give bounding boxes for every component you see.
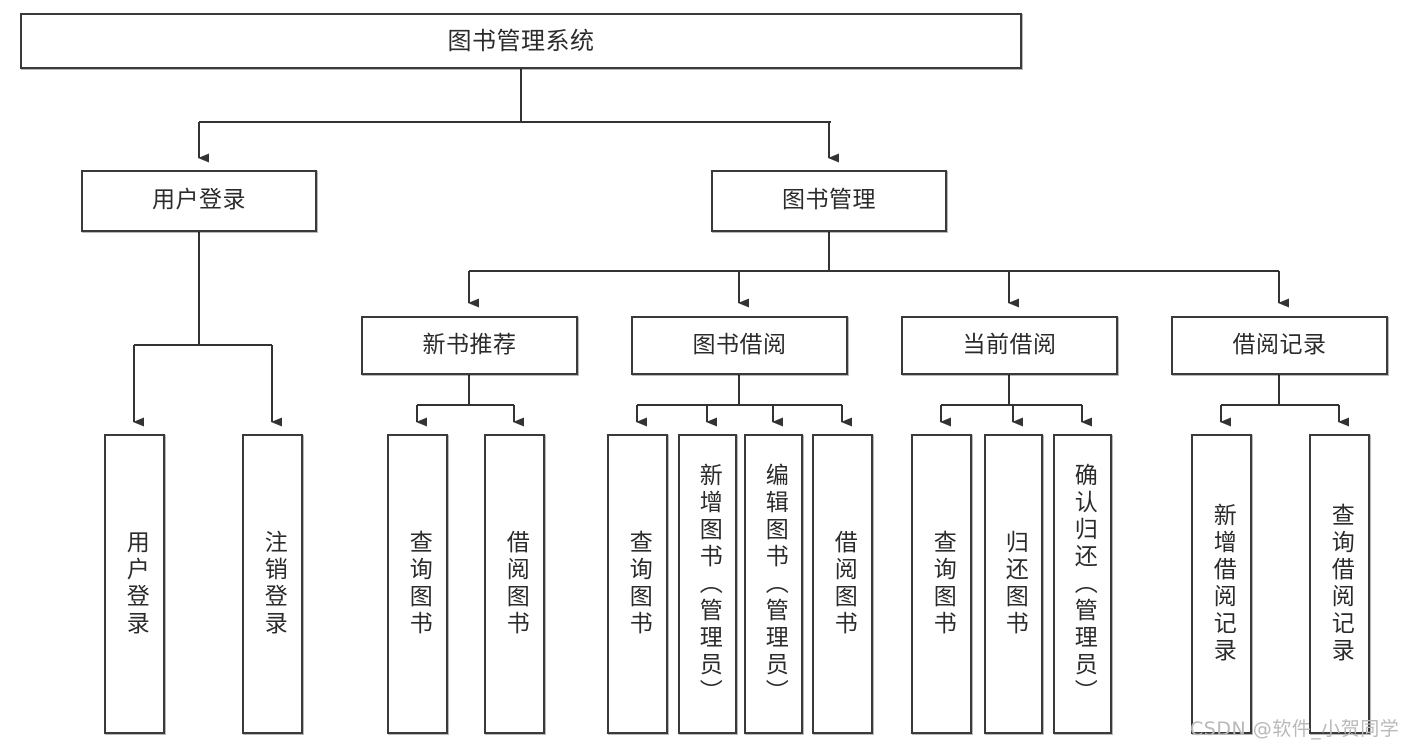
- node-user-login[interactable]: 用户登录: [81, 170, 317, 232]
- node-leaf-borrow-book-1[interactable]: 借阅图书: [484, 434, 545, 734]
- node-leaf-return-book[interactable]: 归还图书: [984, 434, 1043, 734]
- node-root[interactable]: 图书管理系统: [20, 13, 1022, 69]
- node-leaf-query-book-1-label: 查询图书: [405, 530, 432, 638]
- node-new-book-recommend[interactable]: 新书推荐: [361, 316, 578, 375]
- node-book-manage-label: 图书管理: [782, 187, 876, 214]
- node-borrow-record[interactable]: 借阅记录: [1171, 316, 1388, 375]
- csdn-watermark: CSDN @软件_小贺同学: [1190, 718, 1400, 740]
- node-new-book-recommend-label: 新书推荐: [422, 331, 517, 358]
- node-leaf-user-login-label: 用户登录: [122, 530, 149, 638]
- node-book-borrow-label: 图书借阅: [692, 331, 787, 358]
- node-leaf-confirm-return-admin-label: 确认归还（管理员）: [1070, 462, 1097, 706]
- node-leaf-query-book-1[interactable]: 查询图书: [387, 434, 448, 734]
- node-book-borrow[interactable]: 图书借阅: [631, 316, 848, 375]
- node-leaf-add-borrow-record[interactable]: 新增借阅记录: [1191, 434, 1252, 734]
- node-root-label: 图书管理系统: [447, 26, 595, 55]
- node-leaf-add-book-admin[interactable]: 新增图书（管理员）: [678, 434, 737, 734]
- node-user-login-label: 用户登录: [152, 187, 246, 214]
- node-leaf-user-login[interactable]: 用户登录: [104, 434, 165, 734]
- node-leaf-query-borrow-record-label: 查询借阅记录: [1327, 503, 1354, 665]
- node-book-manage[interactable]: 图书管理: [711, 170, 947, 232]
- node-leaf-edit-book-admin[interactable]: 编辑图书（管理员）: [744, 434, 803, 734]
- node-current-borrow[interactable]: 当前借阅: [901, 316, 1118, 375]
- node-leaf-edit-book-admin-label: 编辑图书（管理员）: [761, 462, 788, 706]
- node-leaf-query-book-2[interactable]: 查询图书: [607, 434, 668, 734]
- node-leaf-return-book-label: 归还图书: [1001, 530, 1028, 638]
- node-leaf-confirm-return-admin[interactable]: 确认归还（管理员）: [1053, 434, 1112, 734]
- node-leaf-borrow-book-1-label: 借阅图书: [502, 530, 529, 638]
- node-leaf-add-book-admin-label: 新增图书（管理员）: [695, 462, 722, 706]
- node-leaf-query-borrow-record[interactable]: 查询借阅记录: [1309, 434, 1370, 734]
- node-leaf-user-logout[interactable]: 注销登录: [242, 434, 303, 734]
- node-leaf-borrow-book-2[interactable]: 借阅图书: [812, 434, 873, 734]
- node-leaf-query-book-3-label: 查询图书: [929, 530, 956, 638]
- node-leaf-borrow-book-2-label: 借阅图书: [830, 530, 857, 638]
- node-leaf-user-logout-label: 注销登录: [260, 530, 287, 638]
- node-borrow-record-label: 借阅记录: [1232, 331, 1327, 358]
- node-leaf-query-book-3[interactable]: 查询图书: [911, 434, 972, 734]
- node-leaf-query-book-2-label: 查询图书: [625, 530, 652, 638]
- node-current-borrow-label: 当前借阅: [962, 331, 1057, 358]
- node-leaf-add-borrow-record-label: 新增借阅记录: [1209, 503, 1236, 665]
